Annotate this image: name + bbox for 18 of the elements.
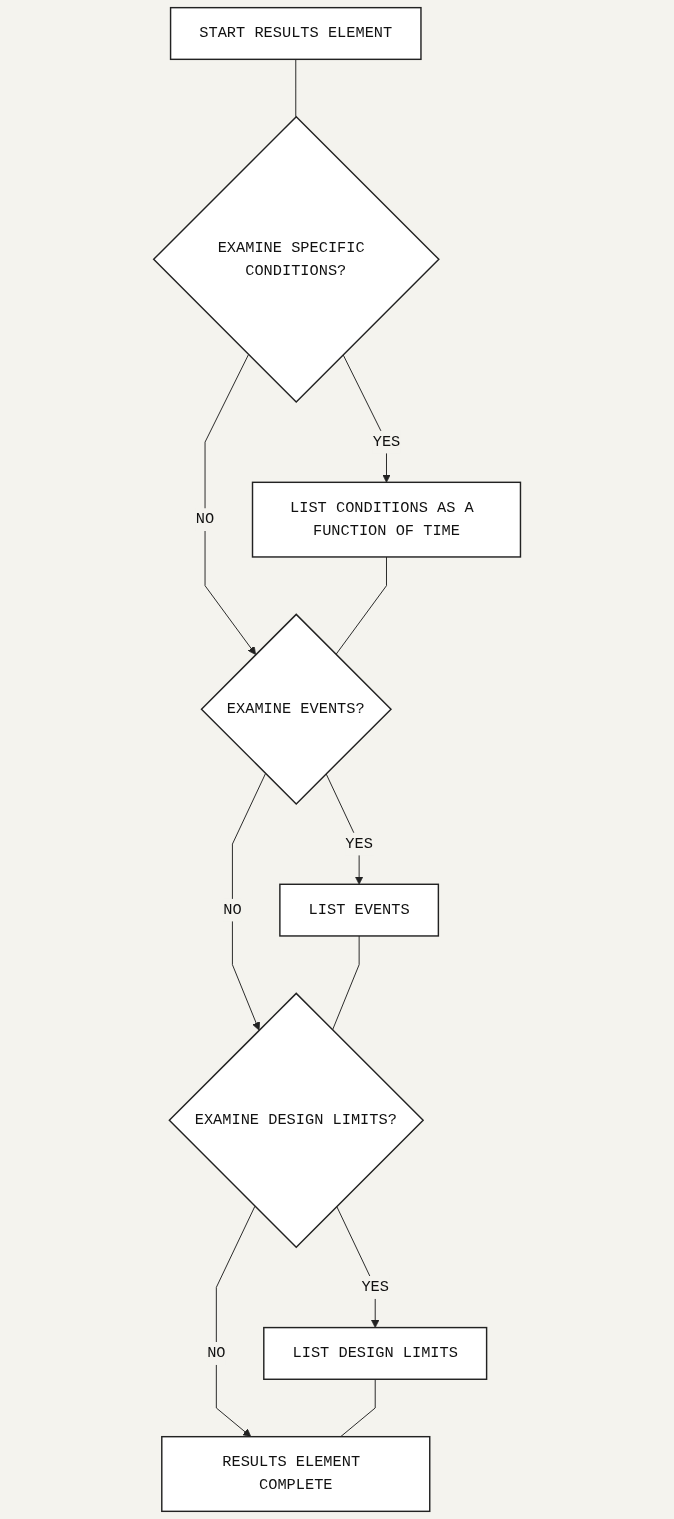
node-diamond: EXAMINE DESIGN LIMITS? xyxy=(168,992,425,1249)
edge-label: NO xyxy=(223,901,242,919)
connector xyxy=(331,935,360,1031)
node-box: RESULTS ELEMENT COMPLETE xyxy=(161,1435,431,1513)
edge-label: YES xyxy=(372,433,401,451)
edge-label: NO xyxy=(195,511,215,529)
node-box: LIST DESIGN LIMITS xyxy=(263,1326,488,1380)
node-box: LIST CONDITIONS AS A FUNCTION OF TIME xyxy=(251,481,522,558)
edge-label: YES xyxy=(361,1278,389,1297)
node-box: LIST EVENTS xyxy=(279,883,440,937)
connector xyxy=(340,1378,376,1438)
connector xyxy=(335,556,387,655)
node-diamond: EXAMINE SPECIFIC CONDITIONS? xyxy=(152,115,440,403)
edge-label: NO xyxy=(207,1344,226,1363)
node-diamond: EXAMINE EVENTS? xyxy=(200,613,392,805)
node-box: START RESULTS ELEMENT xyxy=(169,6,422,61)
connector xyxy=(295,58,297,118)
edge-label: YES xyxy=(345,835,373,853)
